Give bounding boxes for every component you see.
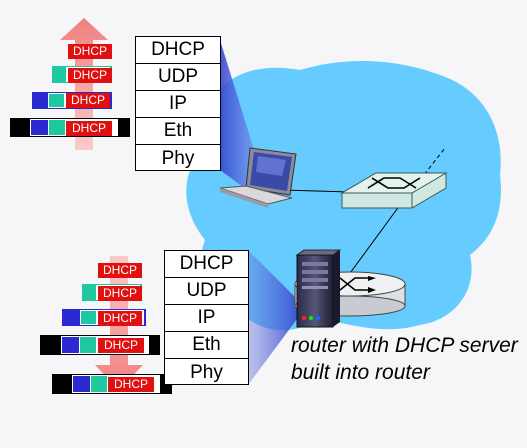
- server-layer-udp: UDP: [165, 278, 248, 305]
- server-callout: [248, 250, 300, 385]
- server-layer-eth: Eth: [165, 332, 248, 359]
- client-layer-phy: Phy: [161, 147, 195, 169]
- router-caption: router with DHCP server built into route…: [291, 334, 518, 384]
- server-layer-phy: Phy: [190, 361, 223, 383]
- server-icon: [295, 249, 342, 328]
- client-packet-label-4: DHCP: [66, 121, 112, 136]
- client-layer-udp: UDP: [136, 64, 220, 91]
- client-packet-label-1: DHCP: [68, 44, 112, 59]
- server-layer-dhcp: DHCP: [165, 251, 248, 278]
- client-layer-ip: IP: [136, 91, 220, 118]
- server-packet-label-4: DHCP: [98, 338, 144, 353]
- link-laptop-switch: [281, 189, 351, 193]
- server-packet-label-5: DHCP: [108, 377, 154, 392]
- client-layer-eth: Eth: [136, 118, 220, 145]
- client-packet-label-2: DHCP: [68, 68, 112, 83]
- server-packet-label-1: DHCP: [98, 263, 142, 278]
- server-packet-label-3: DHCP: [98, 311, 142, 326]
- laptop-icon: [219, 147, 297, 208]
- server-protocol-stack: DHCP UDP IP Eth Phy: [164, 250, 249, 385]
- switch-icon: [340, 172, 448, 209]
- client-layer-dhcp: DHCP: [136, 37, 220, 64]
- server-packet-label-2: DHCP: [98, 286, 142, 301]
- link-switch-router: [344, 204, 401, 281]
- upward-arrow: [60, 18, 108, 150]
- client-protocol-stack: DHCP UDP IP Eth Phy: [135, 36, 221, 171]
- server-layer-ip: IP: [165, 305, 248, 332]
- client-packet-label-3: DHCP: [66, 93, 110, 108]
